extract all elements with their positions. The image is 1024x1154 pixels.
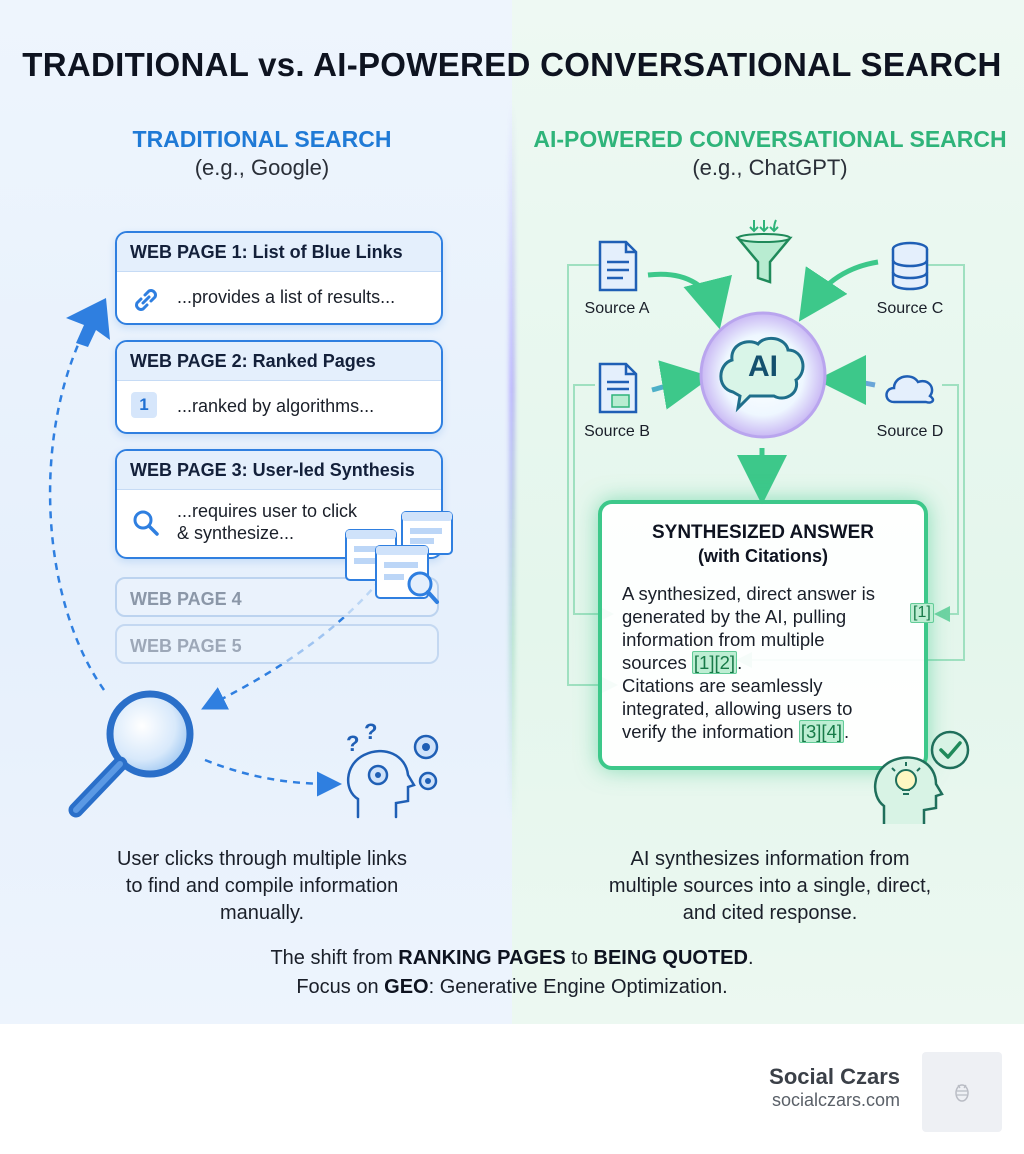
shift-fragment: to xyxy=(565,947,594,969)
web-page-card-2[interactable]: WEB PAGE 2: Ranked Pages 1 ...ranked by … xyxy=(115,340,443,434)
ai-subheading: (e.g., ChatGPT) xyxy=(692,155,848,180)
card-title: WEB PAGE 2: Ranked Pages xyxy=(117,342,441,381)
ai-brain-icon xyxy=(699,311,827,439)
answer-line: sources [1][2]. xyxy=(622,651,902,674)
answer-line: generated by the AI, pulling xyxy=(622,606,847,627)
source-a-label: Source A xyxy=(584,300,650,317)
svg-text:?: ? xyxy=(364,719,377,744)
shift-line-2: Focus on GEO: Generative Engine Optimiza… xyxy=(0,973,1024,1002)
code-document-icon xyxy=(598,362,638,414)
synthesized-answer-box: SYNTHESIZED ANSWER (with Citations) A sy… xyxy=(598,500,928,770)
brand-name: Social Czars xyxy=(769,1064,900,1089)
main-title: TRADITIONAL vs. AI-POWERED CONVERSATIONA… xyxy=(22,46,1002,83)
search-icon xyxy=(131,508,161,543)
panel-divider xyxy=(509,100,515,820)
geo-emphasis: GEO xyxy=(384,976,429,998)
magnifying-glass-icon xyxy=(68,690,194,818)
caption-line: AI synthesizes information from xyxy=(630,848,910,870)
caption-line: and cited response. xyxy=(682,902,858,924)
card-text-line1: ...requires user to click xyxy=(177,501,358,521)
ai-label: AI xyxy=(748,350,778,383)
bee-logo-icon xyxy=(955,1084,969,1102)
citation-3-4[interactable]: [3][4] xyxy=(798,720,844,743)
web-page-card-5[interactable]: WEB PAGE 5 xyxy=(115,624,439,664)
answer-fragment: sources xyxy=(622,652,692,673)
shift-line-1: The shift from RANKING PAGES to BEING QU… xyxy=(0,944,1024,973)
answer-fragment: . xyxy=(737,652,743,673)
database-icon xyxy=(891,241,929,291)
big-up-arrow-icon xyxy=(66,298,110,347)
being-quoted-emphasis: BEING QUOTED xyxy=(593,947,748,969)
web-page-card-1[interactable]: WEB PAGE 1: List of Blue Links ...provid… xyxy=(115,231,443,325)
source-c-label: Source C xyxy=(876,300,944,317)
rank-number-badge: 1 xyxy=(131,392,157,418)
brand-url[interactable]: socialczars.com xyxy=(771,1090,900,1110)
caption-line: to find and compile information xyxy=(125,875,399,897)
answer-fragment: verify the information xyxy=(622,721,799,742)
card-title: WEB PAGE 1: List of Blue Links xyxy=(117,233,441,272)
card-text-line2: & synthesize... xyxy=(177,523,295,543)
caption-line: manually. xyxy=(219,902,305,924)
shift-fragment: Focus on xyxy=(296,976,385,998)
citation-1-side[interactable]: [1] xyxy=(910,603,934,623)
funnel-icon xyxy=(735,219,793,284)
browser-windows-icon xyxy=(345,511,453,604)
link-icon xyxy=(131,284,161,323)
traditional-subheading: (e.g., Google) xyxy=(194,155,330,180)
ai-heading: AI-POWERED CONVERSATIONAL SEARCH xyxy=(533,126,1007,152)
shift-fragment: The shift from xyxy=(270,947,399,969)
source-b-label: Source B xyxy=(584,423,650,440)
answer-line: A synthesized, direct answer is xyxy=(622,583,875,604)
source-d-label: Source D xyxy=(876,423,944,440)
traditional-caption: User clicks through multiple links to fi… xyxy=(40,846,484,927)
shift-fragment: . xyxy=(747,947,754,969)
confused-user-head-icon: ? ? xyxy=(346,719,439,819)
brand-logo xyxy=(922,1052,1002,1132)
answer-subtitle: (with Citations) xyxy=(698,546,828,566)
citation-1-2[interactable]: [1][2] xyxy=(691,651,738,674)
answer-text: A synthesized, direct answer is generate… xyxy=(622,582,902,743)
caption-line: User clicks through multiple links xyxy=(116,848,408,870)
ranking-pages-emphasis: RANKING PAGES xyxy=(398,947,566,969)
answer-fragment: . xyxy=(844,721,850,742)
answer-line: information from multiple xyxy=(622,629,825,650)
card-text: ...ranked by algorithms... xyxy=(177,396,375,416)
insight-head-icon xyxy=(873,730,970,824)
answer-line: Citations are seamlessly xyxy=(622,675,823,696)
document-icon xyxy=(598,240,638,292)
shift-fragment: : Generative Engine Optimization. xyxy=(428,976,728,998)
caption-line: multiple sources into a single, direct, xyxy=(608,875,932,897)
cloud-icon xyxy=(885,375,935,404)
traditional-heading: TRADITIONAL SEARCH xyxy=(132,126,392,152)
answer-line: verify the information [3][4]. xyxy=(622,720,902,743)
card-text: ...provides a list of results... xyxy=(177,287,396,307)
answer-line: integrated, allowing users to xyxy=(622,698,853,719)
answer-title: SYNTHESIZED ANSWER xyxy=(651,522,875,543)
card-title: WEB PAGE 3: User-led Synthesis xyxy=(117,451,441,490)
ai-caption: AI synthesizes information from multiple… xyxy=(540,846,1000,927)
svg-text:?: ? xyxy=(346,731,359,756)
shift-statement: The shift from RANKING PAGES to BEING QU… xyxy=(0,944,1024,1002)
